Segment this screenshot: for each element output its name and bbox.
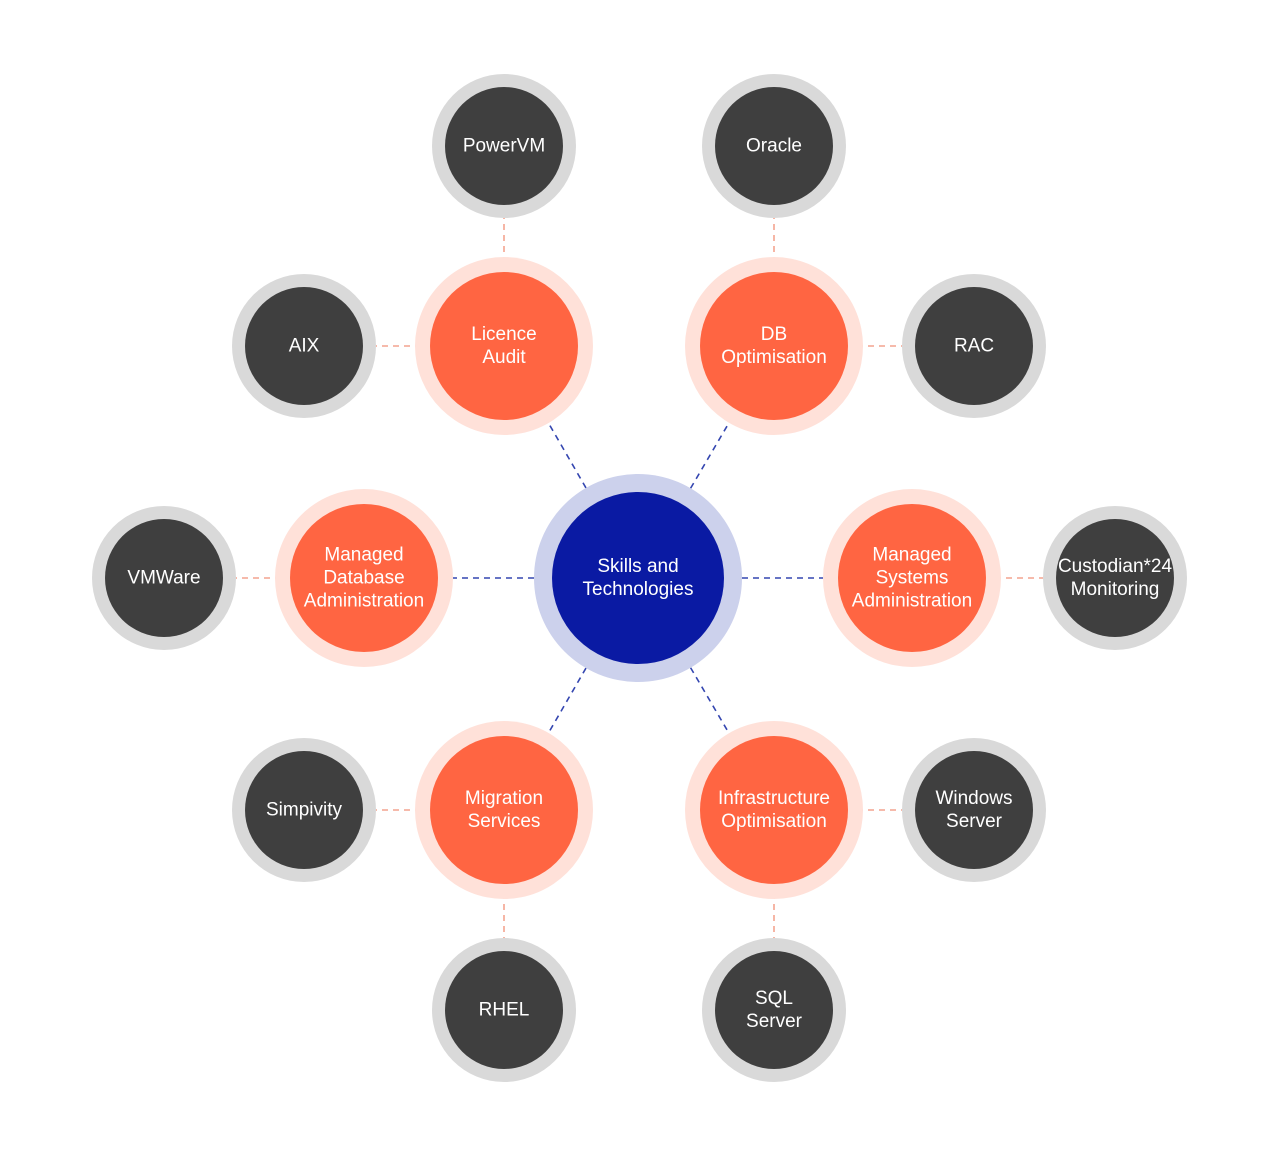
tech-label-line: Windows — [935, 788, 1012, 809]
service-circle — [290, 504, 438, 652]
service-label-line: Database — [323, 568, 404, 589]
service-label-line: Managed — [872, 544, 951, 565]
service-label-line: Managed — [324, 544, 403, 565]
service-label-line: Services — [468, 811, 541, 832]
service-circle — [430, 272, 578, 420]
node-simpivity: Simpivity — [232, 738, 376, 882]
service-label-line: Licence — [471, 324, 537, 345]
tech-circle — [915, 751, 1033, 869]
service-circle — [838, 504, 986, 652]
tech-circle — [915, 287, 1033, 405]
tech-label-line: Server — [946, 811, 1003, 832]
node-powervm: PowerVM — [432, 74, 576, 218]
connector-lines — [236, 218, 1043, 938]
tech-label-line: AIX — [289, 336, 320, 357]
service-label-line: Administration — [304, 591, 424, 612]
tech-label-line: Monitoring — [1071, 579, 1160, 600]
tech-label-line: Custodian*24 — [1058, 556, 1173, 577]
tech-label-line: PowerVM — [463, 136, 545, 157]
service-label-line: Infrastructure — [718, 788, 830, 809]
tech-circle — [245, 287, 363, 405]
service-label-line: Optimisation — [721, 347, 827, 368]
service-circle — [700, 736, 848, 884]
tech-circle — [445, 951, 563, 1069]
service-label-line: Optimisation — [721, 811, 827, 832]
tech-label-line: VMWare — [127, 568, 200, 589]
center-circle — [552, 492, 724, 664]
center-label-line: Technologies — [583, 579, 694, 600]
tech-label-line: SQL — [755, 988, 793, 1009]
node-vmware: VMWare — [92, 506, 236, 650]
tech-circle — [715, 87, 833, 205]
service-label-line: Migration — [465, 788, 543, 809]
node-rhel: RHEL — [432, 938, 576, 1082]
tech-circle — [445, 87, 563, 205]
link-center-infrastructure-optimisation — [689, 667, 730, 734]
service-label-line: DB — [761, 324, 787, 345]
node-oracle: Oracle — [702, 74, 846, 218]
link-center-migration-services — [547, 667, 587, 734]
tech-circle — [245, 751, 363, 869]
tech-label-line: RHEL — [479, 1000, 530, 1021]
service-circle — [430, 736, 578, 884]
tech-circle — [1056, 519, 1174, 637]
tech-label-line: Oracle — [746, 136, 802, 157]
tech-circle — [105, 519, 223, 637]
tech-label-line: Server — [746, 1011, 803, 1032]
tech-label-line: Simpivity — [266, 800, 343, 821]
service-label-line: Systems — [876, 568, 949, 589]
service-label-line: Audit — [482, 347, 526, 368]
link-center-db-optimisation — [689, 422, 730, 489]
node-rac: RAC — [902, 274, 1046, 418]
node-aix: AIX — [232, 274, 376, 418]
center-label-line: Skills and — [597, 556, 678, 577]
service-circle — [700, 272, 848, 420]
service-label-line: Administration — [852, 591, 972, 612]
link-center-licence-audit — [547, 422, 587, 489]
tech-label-line: RAC — [954, 336, 994, 357]
tech-circle — [715, 951, 833, 1069]
